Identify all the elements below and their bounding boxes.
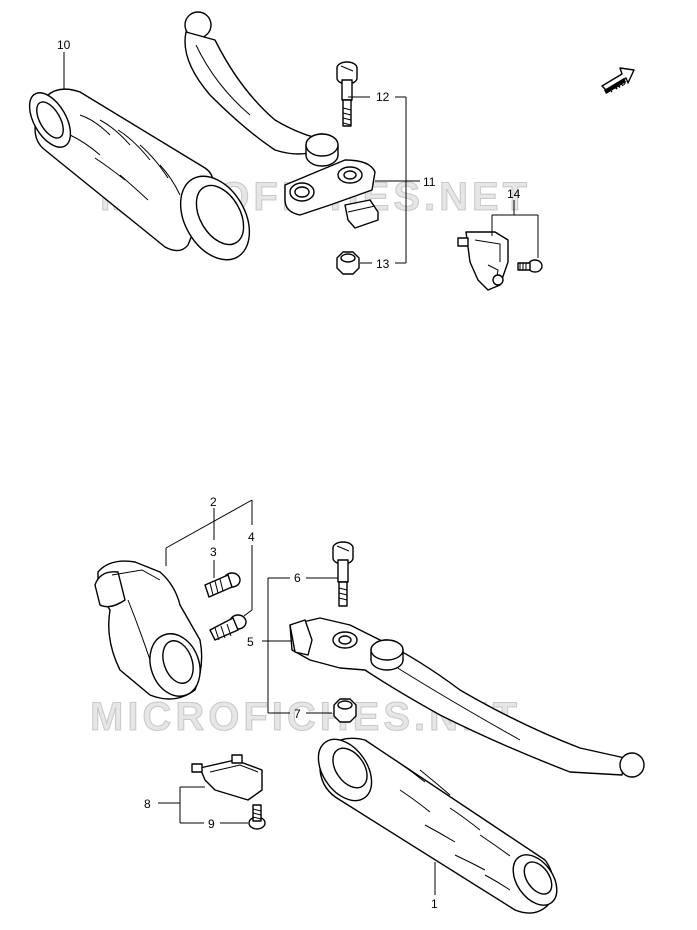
- callout-4: 4: [248, 530, 255, 544]
- brake-lever: [289, 617, 645, 778]
- callout-2: 2: [210, 495, 217, 509]
- callout-8: 8: [144, 797, 151, 811]
- pivot-bolt-top: [336, 61, 358, 127]
- callout-labels: 10 12 11 13 14 2 3 4 6 5 7 8 9 1: [57, 38, 521, 911]
- switch-screw: [248, 804, 266, 830]
- pivot-bolt-bottom: [332, 541, 354, 607]
- clutch-switch: [457, 231, 543, 291]
- callout-7: 7: [294, 707, 301, 721]
- throttle-housing: [94, 560, 203, 700]
- fwd-arrow-icon: FWD: [601, 67, 635, 94]
- throttle-grip: [317, 737, 558, 914]
- callout-12: 12: [376, 90, 390, 104]
- clutch-lever: [184, 11, 379, 229]
- callout-6: 6: [294, 571, 301, 585]
- callout-3: 3: [210, 545, 217, 559]
- callout-5: 5: [247, 635, 254, 649]
- handle-grip-left: [28, 88, 251, 261]
- housing-screw-lower: [209, 614, 247, 641]
- callout-13: 13: [376, 257, 390, 271]
- callout-14: 14: [507, 187, 521, 201]
- lever-nut-bottom: [333, 698, 357, 723]
- leader-lines: [63, 52, 539, 895]
- callout-9: 9: [208, 817, 215, 831]
- housing-screw-upper: [204, 572, 241, 598]
- callout-1: 1: [431, 897, 438, 911]
- lever-nut-top: [336, 251, 360, 275]
- brake-switch: [191, 754, 263, 801]
- callout-11: 11: [423, 175, 436, 189]
- callout-10: 10: [57, 38, 71, 52]
